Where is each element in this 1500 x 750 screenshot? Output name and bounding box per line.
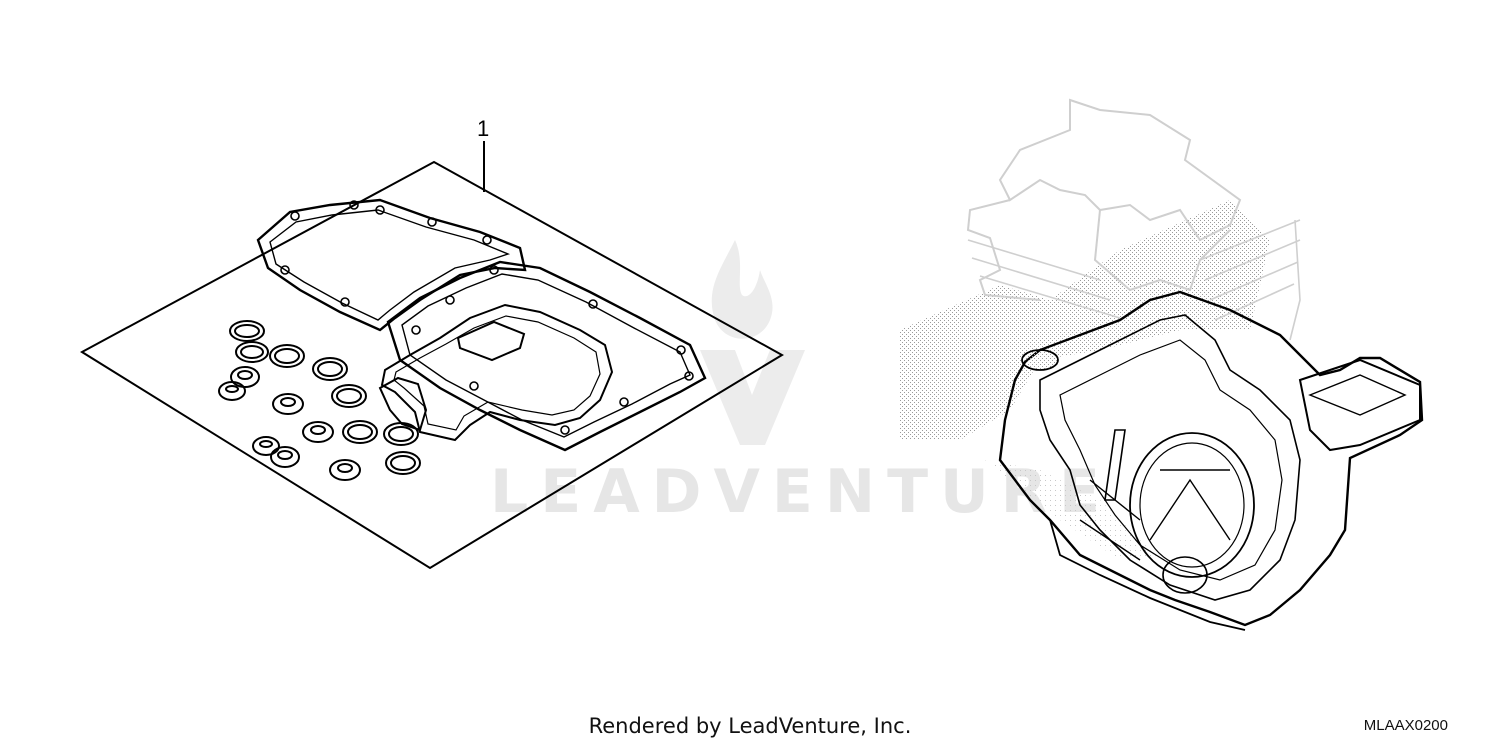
bracket-gasket xyxy=(378,376,428,432)
gasket-kit-sheet xyxy=(80,160,784,570)
engine-illustration xyxy=(900,98,1424,631)
cover-gasket xyxy=(380,303,614,442)
oil-filler-cap xyxy=(1021,349,1059,371)
cylinder-head xyxy=(998,98,1242,242)
clutch-cover xyxy=(1129,432,1255,578)
footer-credit: Rendered by LeadVenture, Inc. xyxy=(588,714,912,738)
o-ring-set xyxy=(218,320,421,481)
plate-gasket xyxy=(456,320,526,362)
oil-pan-gasket xyxy=(386,260,707,452)
diagram-code: MLAAX0200 xyxy=(1363,717,1448,734)
gasket-kit-illustration xyxy=(80,141,784,570)
watermark-logo-icon xyxy=(700,240,805,445)
crankcase-gasket xyxy=(256,198,527,332)
callout-1-label: 1 xyxy=(477,116,489,141)
